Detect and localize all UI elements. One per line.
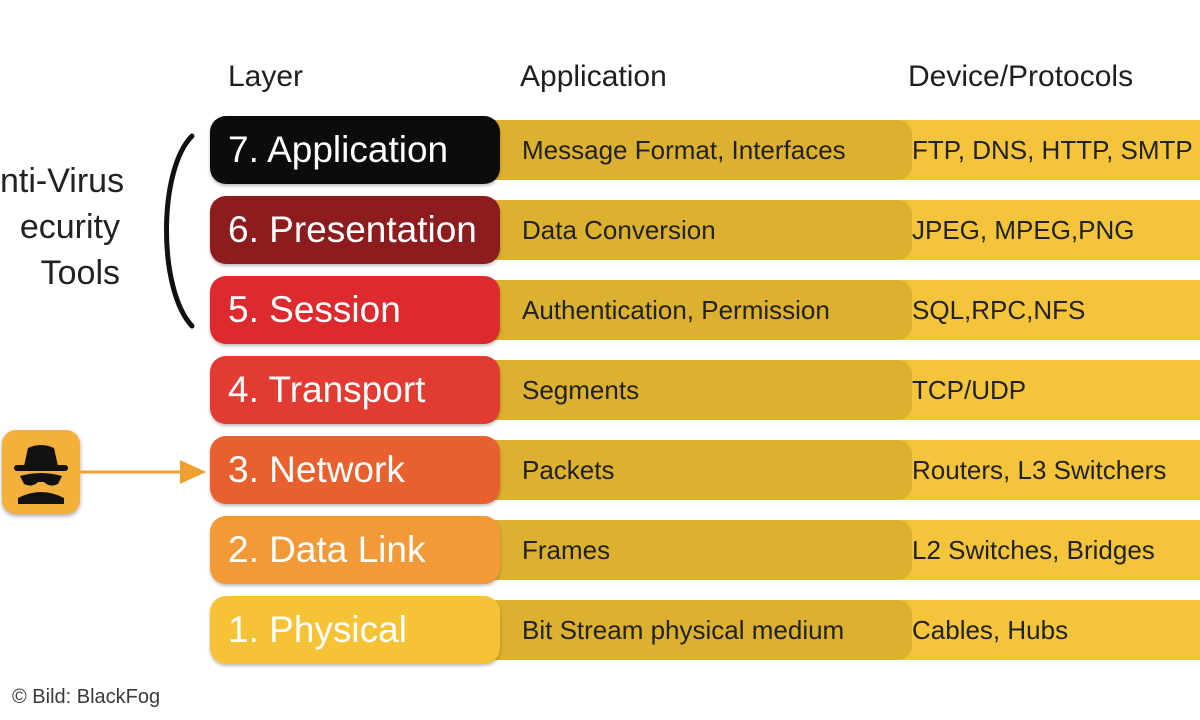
application-label: Message Format, Interfaces <box>522 135 846 165</box>
application-label: Packets <box>522 455 615 485</box>
layer-label: 7. Application <box>228 129 449 170</box>
device-cell <box>888 200 1200 260</box>
application-cell <box>482 360 912 420</box>
layer-label: 4. Transport <box>228 369 426 410</box>
layer-row-1: 1. Physical Bit Stream physical medium C… <box>0 596 1200 664</box>
side-label: nti-Virus ecurity Tools <box>0 158 125 296</box>
spy-icon <box>2 430 80 514</box>
layer-cell <box>210 596 500 664</box>
device-cell <box>888 440 1200 500</box>
layer-row-3: 3. Network Packets Routers, L3 Switchers <box>0 436 1200 504</box>
image-credit: © Bild: BlackFog <box>12 686 161 708</box>
header-application: Application <box>520 60 667 93</box>
device-label: FTP, DNS, HTTP, SMTP <box>912 135 1193 165</box>
application-label: Authentication, Permission <box>522 295 830 325</box>
layer-cell <box>210 116 500 184</box>
layer-label: 2. Data Link <box>228 529 426 570</box>
device-label: TCP/UDP <box>912 375 1027 405</box>
application-label: Data Conversion <box>522 215 716 245</box>
side-label-line1: nti-Virus <box>0 162 125 200</box>
application-label: Segments <box>522 375 640 405</box>
device-cell <box>888 360 1200 420</box>
layer-row-4: 4. Transport Segments TCP/UDP <box>0 356 1200 424</box>
application-cell <box>482 280 912 340</box>
side-label-line2: ecurity <box>19 208 120 246</box>
application-cell <box>482 520 912 580</box>
device-cell <box>888 600 1200 660</box>
arrow-icon <box>80 460 206 484</box>
device-label: JPEG, MPEG,PNG <box>912 215 1135 245</box>
header-device-protocols: Device/Protocols <box>908 60 1134 93</box>
device-cell <box>888 120 1200 180</box>
application-cell <box>482 600 912 660</box>
layer-cell <box>210 516 500 584</box>
header-layer: Layer <box>228 60 304 93</box>
layer-row-6: 6. Presentation Data Conversion JPEG, MP… <box>0 196 1200 264</box>
layer-row-5: 5. Session Authentication, Permission SQ… <box>0 276 1200 344</box>
layer-row-2: 2. Data Link Frames L2 Switches, Bridges <box>0 516 1200 584</box>
application-label: Bit Stream physical medium <box>522 615 845 645</box>
layer-label: 5. Session <box>228 289 401 330</box>
layer-cell <box>210 436 500 504</box>
layer-label: 3. Network <box>228 449 405 490</box>
device-label: Routers, L3 Switchers <box>912 455 1167 485</box>
bracket-icon <box>164 133 195 329</box>
device-cell <box>888 280 1200 340</box>
layer-label: 1. Physical <box>228 609 407 650</box>
device-label: Cables, Hubs <box>912 615 1069 645</box>
layer-cell <box>210 356 500 424</box>
device-label: L2 Switches, Bridges <box>912 535 1155 565</box>
application-label: Frames <box>522 535 611 565</box>
device-cell <box>888 520 1200 580</box>
application-cell <box>482 120 912 180</box>
device-label: SQL,RPC,NFS <box>912 295 1086 325</box>
layer-cell <box>210 196 500 264</box>
application-cell <box>482 200 912 260</box>
layer-cell <box>210 276 500 344</box>
application-cell <box>482 440 912 500</box>
layer-row-7: 7. Application Message Format, Interface… <box>0 116 1200 184</box>
layer-label: 6. Presentation <box>228 209 477 250</box>
side-label-line3: Tools <box>40 254 120 292</box>
